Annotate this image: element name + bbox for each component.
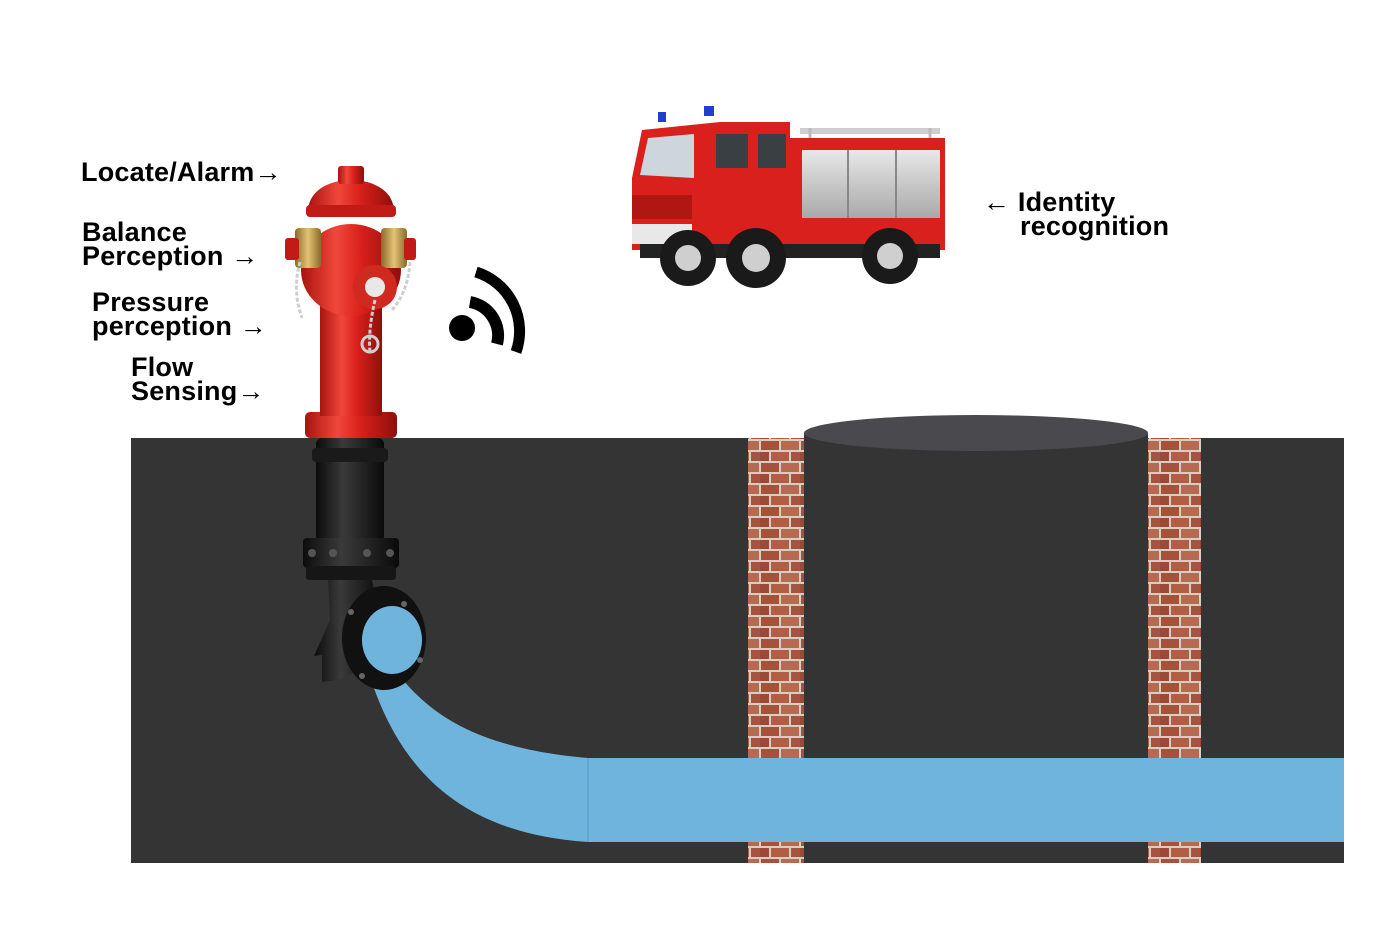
flow-label-line1: Flow (131, 352, 194, 382)
balance-label-line1: Balance (82, 217, 187, 247)
balance-label-line2: Perception → (82, 241, 259, 271)
hydrant-base (303, 438, 426, 690)
pressure-label-line1: Pressure (92, 287, 210, 317)
fire-truck-icon (632, 106, 945, 288)
flow-label-line2: Sensing→ (131, 376, 265, 406)
locate-alarm-label: Locate/Alarm→ (81, 157, 282, 187)
identity-label-line2: recognition (1020, 211, 1170, 241)
identity-label-line1: ← Identity (983, 187, 1116, 217)
fire-hydrant-icon (285, 166, 416, 438)
wireless-signal-icon (449, 266, 526, 354)
water-pipe (362, 640, 1344, 842)
pressure-label-line2: perception → (92, 311, 267, 341)
